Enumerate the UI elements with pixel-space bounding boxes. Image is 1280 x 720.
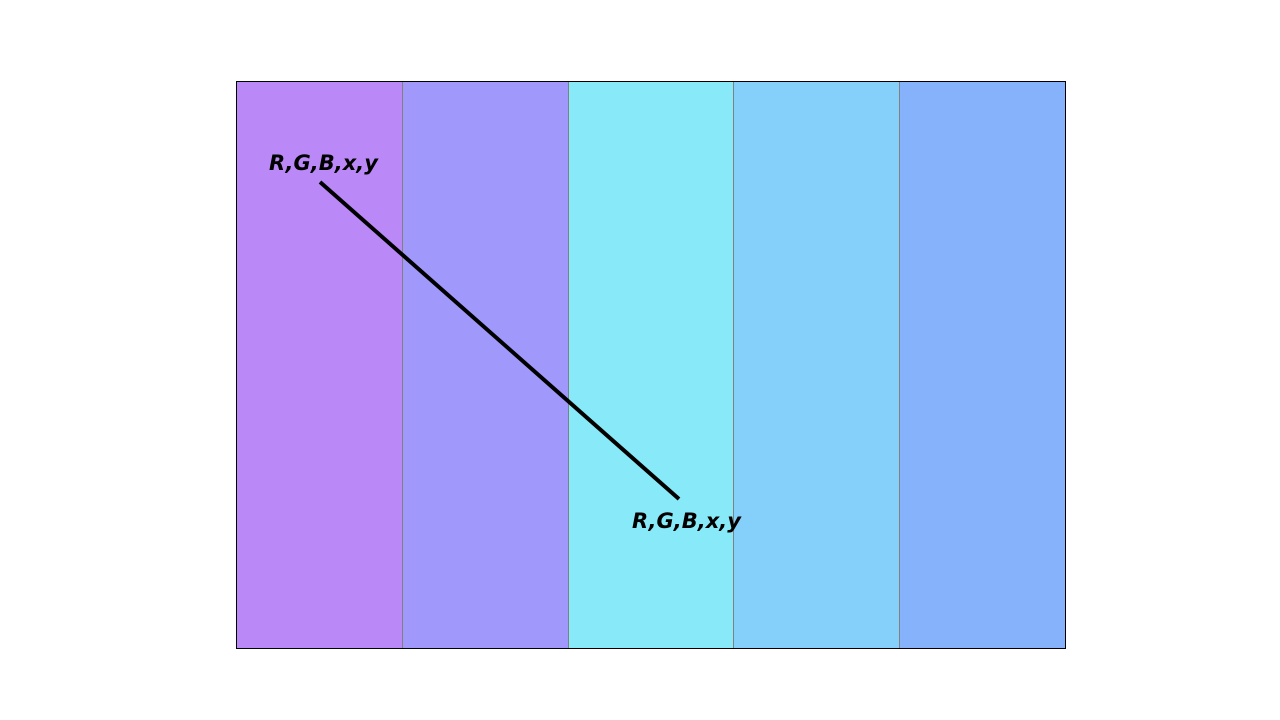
end-point-label: R,G,B,x,y	[632, 509, 741, 533]
color-stripe-2	[402, 82, 569, 648]
color-stripe-5	[900, 82, 1065, 648]
color-stripe-3	[568, 82, 735, 648]
color-stripe-4	[734, 82, 901, 648]
start-point-label: R,G,B,x,y	[269, 151, 378, 175]
